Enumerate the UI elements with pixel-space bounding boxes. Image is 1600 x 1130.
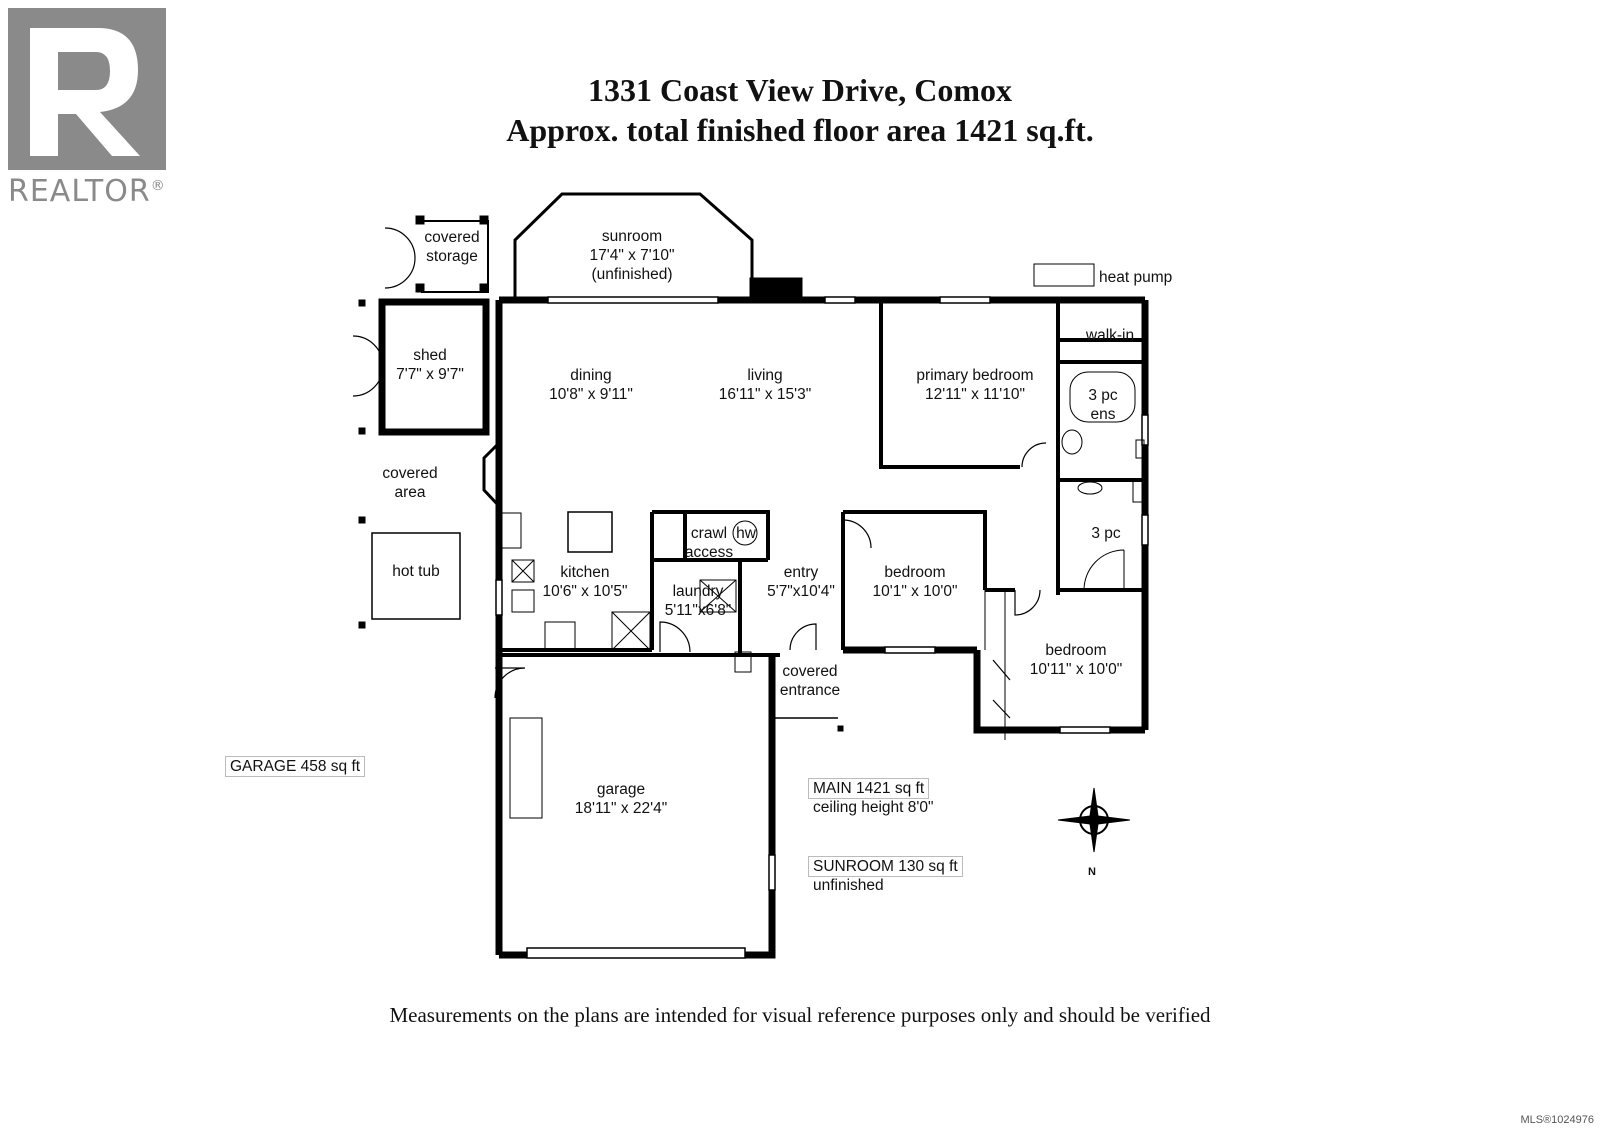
sunroom-area-legend: SUNROOM 130 sq ft [808,856,963,877]
heat-pump-label: heat pump [1099,269,1173,286]
realtor-logo: REALTOR® [8,8,168,209]
compass-rose-icon [1057,787,1131,853]
disclaimer-footer: Measurements on the plans are intended f… [389,1003,1211,1027]
address-title: 1331 Coast View Drive, Comox [588,72,1012,108]
north-label: N [1088,866,1096,878]
ceiling-height-note: ceiling height 8'0" [813,799,934,816]
bath-label: 3 pc [1091,525,1121,542]
mls-number: MLS®1024976 [1520,1114,1594,1126]
hot-tub-label: hot tub [392,563,440,580]
hot-water-label: hw [736,525,756,542]
area-subtitle: Approx. total finished floor area 1421 s… [506,112,1094,148]
garage-area-legend: GARAGE 458 sq ft [225,756,366,777]
realtor-r-logo [8,8,166,170]
registered-mark: ® [150,178,166,194]
sunroom-unfinished-note: unfinished [813,877,884,894]
walk-in-label: walk-in [1085,327,1135,344]
main-area-legend: MAIN 1421 sq ft [808,778,930,799]
realtor-wordmark: REALTOR [8,174,151,209]
